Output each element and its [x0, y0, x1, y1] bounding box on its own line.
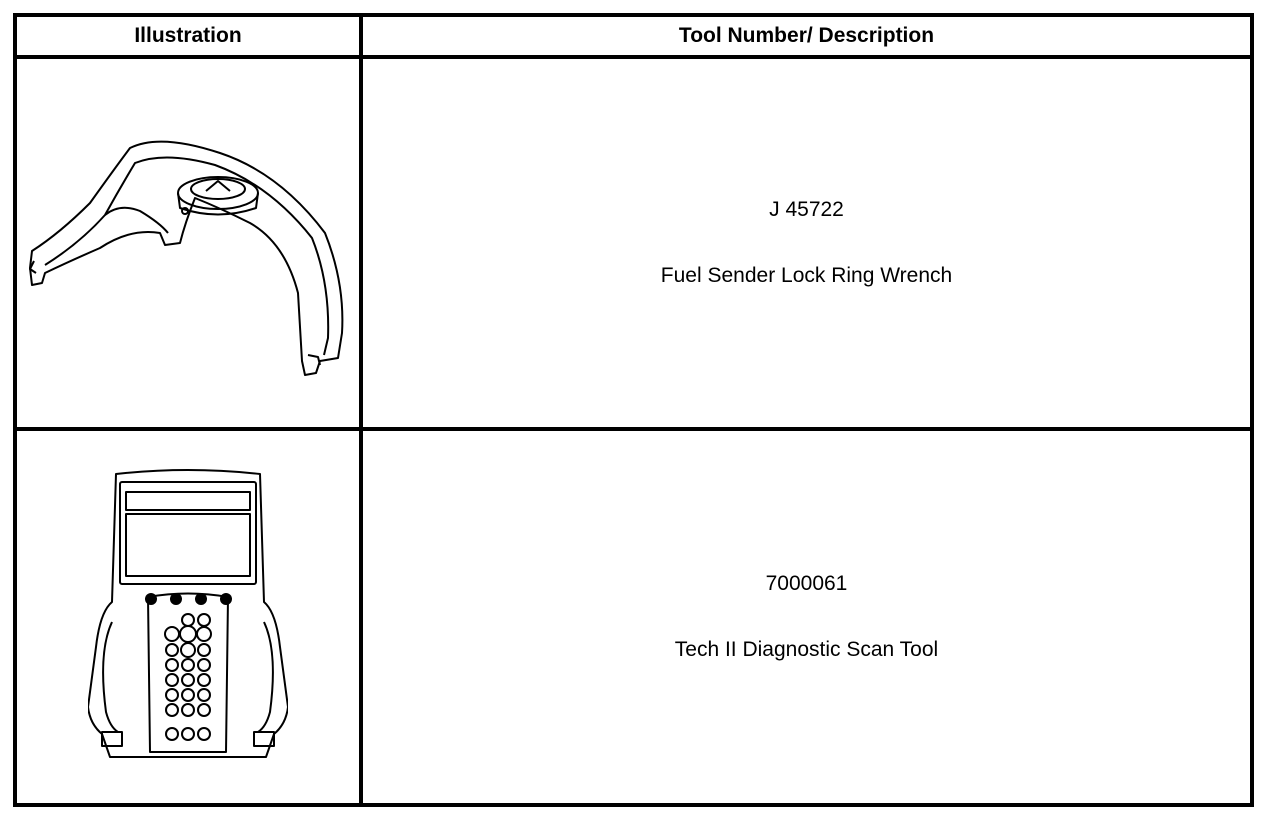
special-tools-table: Illustration Tool Number/ Description — [13, 13, 1254, 807]
tool-description-cell: 7000061 Tech II Diagnostic Scan Tool — [359, 427, 1254, 807]
tool-number: 7000061 — [765, 572, 848, 595]
scan-tool-icon — [88, 469, 288, 758]
header-tool-number-description: Tool Number/ Description — [359, 13, 1254, 59]
lock-ring-wrench-icon — [29, 140, 344, 376]
tool-description: Tech II Diagnostic Scan Tool — [674, 638, 939, 661]
illustration-cell — [13, 55, 363, 431]
header-illustration: Illustration — [13, 13, 363, 59]
table-row: 7000061 Tech II Diagnostic Scan Tool — [13, 427, 1254, 807]
table-row: J 45722 Fuel Sender Lock Ring Wrench — [13, 55, 1254, 431]
tool-description: Fuel Sender Lock Ring Wrench — [660, 264, 953, 287]
illustration-cell — [13, 427, 363, 807]
table-header-row: Illustration Tool Number/ Description — [13, 13, 1254, 59]
tool-number: J 45722 — [769, 198, 844, 221]
tool-description-cell: J 45722 Fuel Sender Lock Ring Wrench — [359, 55, 1254, 431]
